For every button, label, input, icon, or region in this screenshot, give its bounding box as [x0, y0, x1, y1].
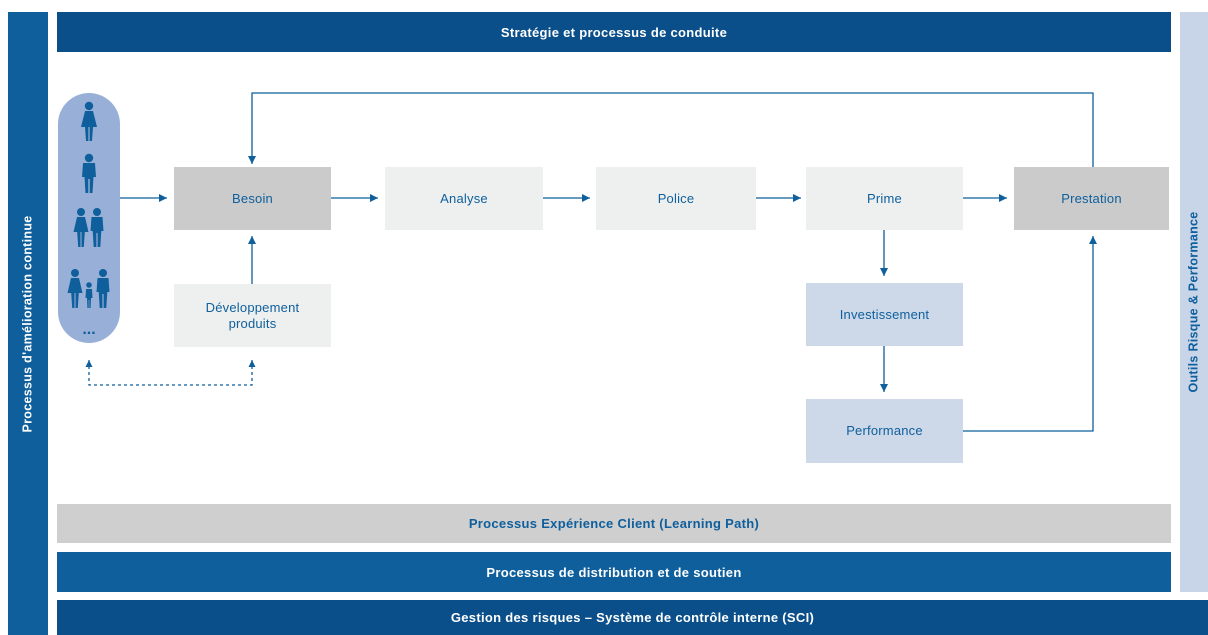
- continuous-improvement-bar: Processus d'amélioration continue: [8, 12, 48, 635]
- strategy-label: Stratégie et processus de conduite: [500, 24, 728, 40]
- people-group: [58, 93, 120, 343]
- woman-icon: [81, 101, 97, 141]
- node-prime: Prime: [806, 167, 963, 230]
- strategy-band: Stratégie et processus de conduite: [57, 12, 1171, 52]
- customer-experience-label: Processus Expérience Client (Learning Pa…: [468, 516, 760, 531]
- node-developpement-label-line2: produits: [228, 315, 277, 331]
- node-analyse-label: Analyse: [440, 190, 488, 206]
- node-developpement-label-line1: Développement: [205, 299, 300, 315]
- distribution-band: Processus de distribution et de soutien: [57, 552, 1171, 592]
- risk-management-label: Gestion des risques – Système de contrôl…: [450, 610, 815, 625]
- people-ellipsis: ...: [82, 321, 95, 338]
- node-prestation: Prestation: [1014, 167, 1169, 230]
- node-besoin-label: Besoin: [232, 190, 273, 206]
- risk-management-band: Gestion des risques – Système de contrôl…: [57, 600, 1208, 635]
- node-developpement-produits: Développement produits: [174, 284, 331, 347]
- node-performance-label: Performance: [846, 423, 923, 438]
- feedback-loop-arrow: [248, 92, 1094, 168]
- node-investissement: Investissement: [806, 283, 963, 346]
- node-police: Police: [596, 167, 756, 230]
- people-developpement-dashed-link: [85, 360, 256, 386]
- distribution-label: Processus de distribution et de soutien: [486, 564, 742, 580]
- node-prime-label: Prime: [867, 190, 902, 206]
- node-prestation-label: Prestation: [1061, 190, 1122, 206]
- node-besoin: Besoin: [174, 167, 331, 230]
- customer-experience-band: Processus Expérience Client (Learning Pa…: [57, 504, 1171, 543]
- couple-icon: [73, 208, 104, 247]
- node-investissement-label: Investissement: [839, 306, 930, 322]
- node-police-label: Police: [657, 190, 695, 206]
- node-analyse: Analyse: [385, 167, 543, 230]
- node-performance: Performance: [806, 399, 963, 463]
- risk-performance-tools-bar: Outils Risque & Performance: [1180, 12, 1208, 592]
- family-icon: [67, 269, 110, 308]
- performance-to-prestation-arrow: [963, 236, 1097, 432]
- man-icon: [82, 153, 96, 193]
